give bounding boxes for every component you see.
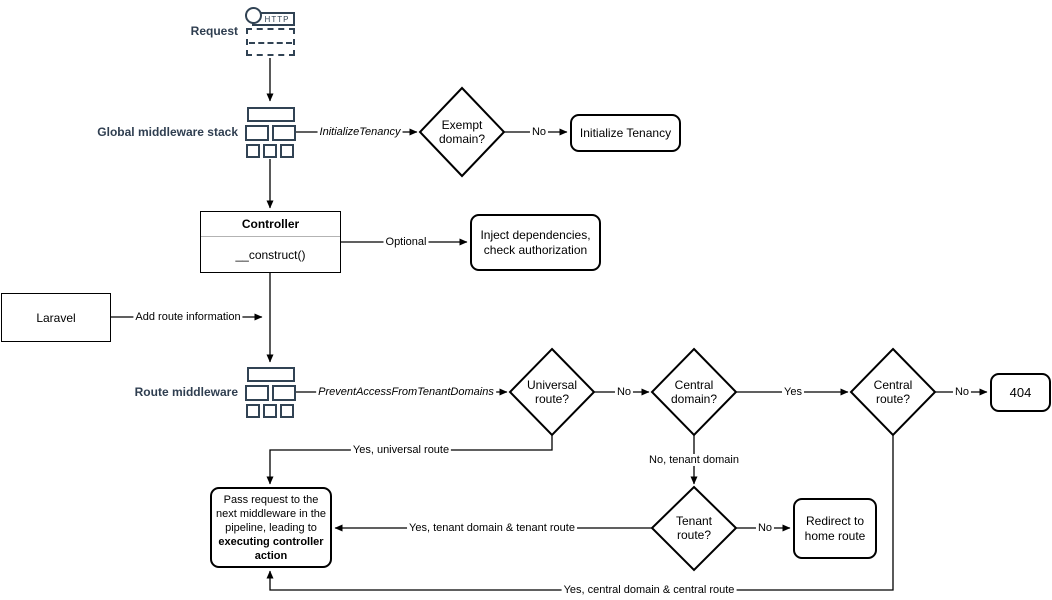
decision-central-domain [650, 347, 738, 437]
decision-universal-route-label: Universal route? [526, 378, 577, 406]
edge-label-universal-no: No [614, 386, 634, 398]
decision-exempt-domain [418, 86, 506, 178]
http-request-icon: HTTP [244, 6, 298, 58]
decision-central-domain-label: Central domain? [670, 378, 718, 406]
edge-label-prevent-access: PreventAccessFromTenantDomains [316, 386, 496, 398]
edge-label-no-tenant-domain: No, tenant domain [647, 454, 741, 466]
edge-label-central-route-no: No [952, 386, 972, 398]
edge-label-exempt-no: No [529, 126, 549, 138]
request-label: Request [190, 24, 238, 38]
edge-label-yes-central-domain-route: Yes, central domain & central route [561, 584, 737, 596]
request-body-icon [246, 28, 295, 56]
request-circle-icon [245, 7, 262, 24]
decision-central-route-label: Central route? [873, 378, 913, 406]
controller-node: Controller __construct() [200, 211, 341, 273]
laravel-node: Laravel [1, 293, 111, 342]
decision-universal-route [508, 347, 596, 437]
edge-label-initialize-tenancy: InitializeTenancy [317, 126, 403, 138]
pass-request-text: Pass request to the next middleware in t… [215, 493, 327, 534]
edge-label-optional: Optional [383, 236, 429, 248]
decision-central-route [849, 347, 937, 437]
controller-title: Controller [201, 212, 340, 237]
global-middleware-stack-icon [245, 106, 297, 158]
not-found-node: 404 [990, 373, 1051, 412]
global-middleware-stack-label: Global middleware stack [97, 125, 238, 139]
pass-request-node: Pass request to the next middleware in t… [210, 487, 332, 568]
route-middleware-icon [245, 366, 297, 418]
route-middleware-label: Route middleware [134, 385, 238, 399]
edge-label-tenant-route-no: No [755, 522, 775, 534]
initialize-tenancy-node: Initialize Tenancy [570, 114, 681, 152]
edge-label-yes-universal-route: Yes, universal route [350, 444, 452, 456]
decision-tenant-route-label: Tenant route? [675, 514, 713, 542]
controller-method: __construct() [235, 248, 306, 262]
pass-request-bold-text: executing controller action [218, 535, 324, 562]
edge-label-central-domain-yes: Yes [782, 386, 804, 398]
decision-exempt-domain-label: Exempt domain? [438, 118, 486, 146]
edge-label-yes-tenant-domain-route: Yes, tenant domain & tenant route [407, 522, 577, 534]
decision-tenant-route [650, 485, 738, 572]
edge-universal-yes-to-pass [266, 435, 553, 485]
inject-dependencies-node: Inject dependencies, check authorization [470, 214, 601, 271]
redirect-home-node: Redirect to home route [793, 498, 877, 559]
edge-label-add-route-information: Add route information [133, 311, 243, 323]
